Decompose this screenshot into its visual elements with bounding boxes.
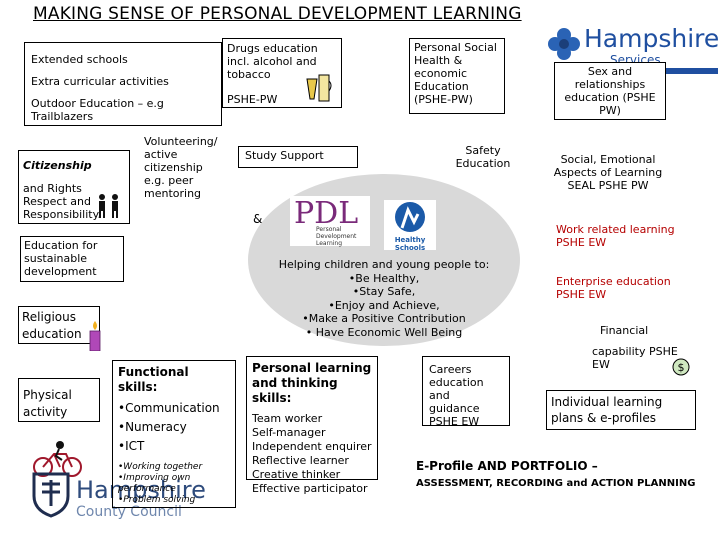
drugs-education-label: Drugs education incl. alcohol and tobacc…: [227, 42, 318, 81]
ellipse-item: •Stay Safe,: [352, 285, 416, 298]
safety-education-label: Safety Education: [455, 144, 511, 170]
volunteering-box: Volunteering/ active citizenship e.g. pe…: [142, 135, 222, 209]
extended-schools-label: Extended schools: [31, 53, 128, 66]
work-related-box: Work related learning PSHE EW: [554, 222, 680, 252]
functional-small-item: •Working together: [118, 462, 203, 472]
county-logo-name: Hampshire: [76, 476, 206, 504]
sustainable-development-label: Education for sustainable development: [24, 239, 98, 278]
sex-relationships-label: Sex and relationships education (PSHE PW…: [564, 65, 656, 117]
study-support-label: Study Support: [245, 149, 324, 162]
safety-education-box: Safety Education: [452, 140, 514, 182]
logo-name: Hampshire: [584, 24, 720, 53]
financial-label: Financial: [600, 324, 649, 337]
plts-item: Effective participator: [252, 482, 368, 495]
ampersand-label: &: [253, 212, 263, 226]
citizenship-box: Citizenship and Rights Respect and Respo…: [18, 150, 130, 224]
outdoor-education-label: Outdoor Education – e.g Trailblazers: [31, 97, 164, 123]
crest-icon: [32, 472, 70, 518]
volunteering-label: Volunteering/ active citizenship e.g. pe…: [144, 135, 218, 200]
physical-activity-label: Physical activity: [23, 388, 72, 419]
physical-activity-box: Physical activity: [18, 378, 100, 422]
left-activities-box: Extended schools Extra curricular activi…: [24, 42, 222, 126]
plts-item: Creative thinker: [252, 468, 341, 481]
svg-text:$: $: [678, 361, 685, 374]
sex-relationships-box: Sex and relationships education (PSHE PW…: [554, 62, 666, 120]
ellipse-item: •Enjoy and Achieve,: [328, 298, 440, 312]
ellipse-item: •Make a Positive Contribution: [302, 312, 466, 325]
functional-item: •Communication: [118, 401, 220, 415]
drinks-icon: [306, 74, 332, 102]
enterprise-box: Enterprise education PSHE EW: [554, 274, 674, 304]
healthy-schools-icon: [395, 202, 425, 232]
healthy-schools-label: Healthy Schools: [394, 236, 426, 252]
extra-curricular-label: Extra curricular activities: [31, 75, 169, 88]
ellipse-text: Helping children and young people to: •B…: [270, 258, 498, 339]
ellipse-intro: Helping children and young people to:: [278, 258, 490, 271]
enterprise-label: Enterprise education PSHE EW: [556, 275, 671, 301]
ellipse-item: •Be Healthy,: [348, 271, 420, 285]
logo-band: [666, 68, 718, 74]
pdl-logo-caption: Personal Development Learning: [316, 226, 357, 247]
citizenship-body: and Rights Respect and Responsibility.: [23, 182, 102, 221]
functional-item: •ICT: [118, 439, 145, 453]
sustainable-development-box: Education for sustainable development: [20, 236, 124, 282]
religious-education-box: Religious education: [18, 306, 101, 351]
eprofile-heading: E-Profile AND PORTFOLIO –: [416, 459, 598, 473]
plts-item: Reflective learner: [252, 454, 349, 467]
functional-small-item: •Problem solving: [118, 495, 196, 505]
drugs-pshe-label: PSHE-PW: [227, 93, 278, 106]
ellipse-item: • Have Economic Well Being: [305, 325, 463, 339]
plts-heading: Personal learning and thinking skills:: [252, 361, 372, 405]
functional-item: •Numeracy: [118, 420, 187, 434]
study-support-box: Study Support: [238, 146, 358, 168]
individual-plans-box: Individual learning plans & e-profiles: [546, 390, 696, 430]
healthy-schools-logo: Healthy Schools: [384, 200, 436, 252]
candle-icon: [89, 321, 101, 351]
page-title: MAKING SENSE OF PERSONAL DEVELOPMENT LEA…: [33, 4, 522, 24]
religious-education-label: Religious education: [22, 310, 82, 341]
flower-icon: [548, 28, 580, 60]
seal-label: Social, Emotional Aspects of Learning SE…: [553, 153, 663, 192]
money-icon: $: [672, 358, 690, 376]
functional-skills-box: Functional skills: •Communication •Numer…: [112, 360, 236, 508]
financial-label-2: capability PSHE EW: [592, 345, 678, 371]
functional-heading: Functional skills:: [118, 365, 189, 394]
pdl-logo-letters: PDL: [294, 196, 359, 231]
pshe-label: Personal Social Health & economic Educat…: [414, 41, 497, 106]
eprofile-sub: ASSESSMENT, RECORDING and ACTION PLANNIN…: [416, 478, 696, 489]
pdl-logo: PDL Personal Development Learning: [290, 196, 370, 247]
people-icon: [99, 194, 118, 218]
citizenship-heading: Citizenship: [23, 159, 92, 172]
careers-label: Careers education and guidance PSHE EW: [429, 363, 484, 428]
plts-box: Personal learning and thinking skills: T…: [246, 356, 378, 495]
careers-box: Careers education and guidance PSHE EW: [422, 356, 510, 428]
plts-item: Team worker: [252, 412, 323, 425]
individual-plans-label: Individual learning plans & e-profiles: [551, 395, 663, 425]
work-related-label: Work related learning PSHE EW: [556, 223, 675, 249]
functional-small-item: •Improving own performance: [118, 473, 191, 494]
cyclist-icon: [33, 441, 82, 477]
hampshire-county-logo: Hampshire County Council: [30, 470, 220, 540]
financial-capability-box: Financial capability PSHE EW $: [588, 322, 692, 380]
plts-item: Independent enquirer: [252, 440, 372, 453]
seal-box: Social, Emotional Aspects of Learning SE…: [546, 151, 670, 201]
drugs-education-box: Drugs education incl. alcohol and tobacc…: [222, 38, 342, 108]
county-logo-sub: County Council: [76, 504, 182, 520]
pshe-box: Personal Social Health & economic Educat…: [409, 38, 505, 114]
eprofile-box: E-Profile AND PORTFOLIO – ASSESSMENT, RE…: [412, 454, 704, 514]
plts-item: Self-manager: [252, 426, 326, 439]
